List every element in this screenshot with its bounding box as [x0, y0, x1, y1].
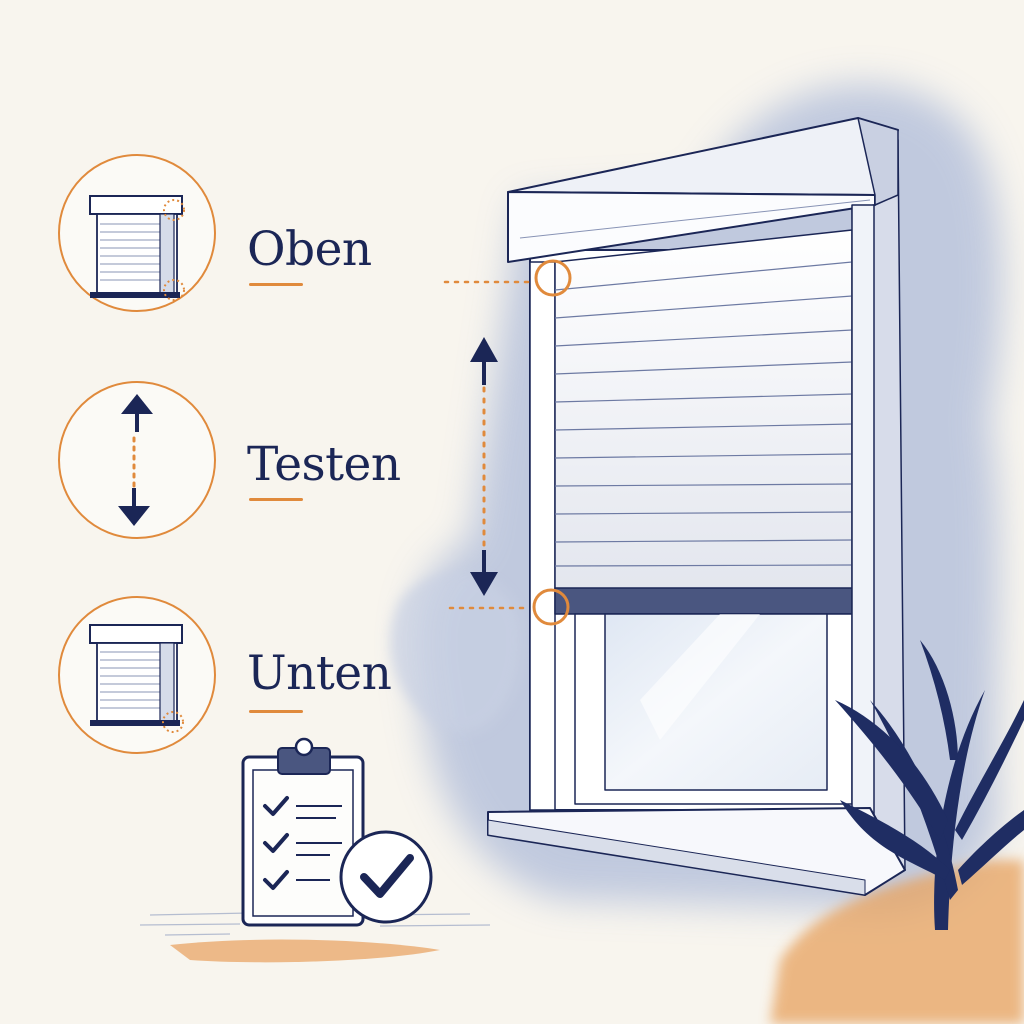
underline-testen [249, 498, 303, 501]
step-label-oben: Oben [247, 222, 372, 277]
check-badge-icon [339, 830, 433, 924]
plant-decoration [835, 640, 1024, 930]
checklist-lines [296, 805, 342, 881]
underline-oben [249, 283, 303, 286]
checklist-checks [263, 796, 289, 890]
underline-unten [249, 710, 303, 713]
step-label-testen: Testen [247, 437, 401, 492]
marker-top [443, 259, 572, 297]
marker-bottom [448, 588, 570, 626]
step-unten-icon [58, 596, 216, 754]
clipboard-checklist-icon [241, 737, 365, 927]
step-oben-icon [58, 154, 216, 312]
orange-wash [170, 860, 1024, 1024]
step-testen-icon [58, 381, 216, 539]
step-label-unten: Unten [247, 646, 392, 701]
travel-arrow [470, 337, 498, 596]
window-with-shutter [487, 117, 906, 896]
